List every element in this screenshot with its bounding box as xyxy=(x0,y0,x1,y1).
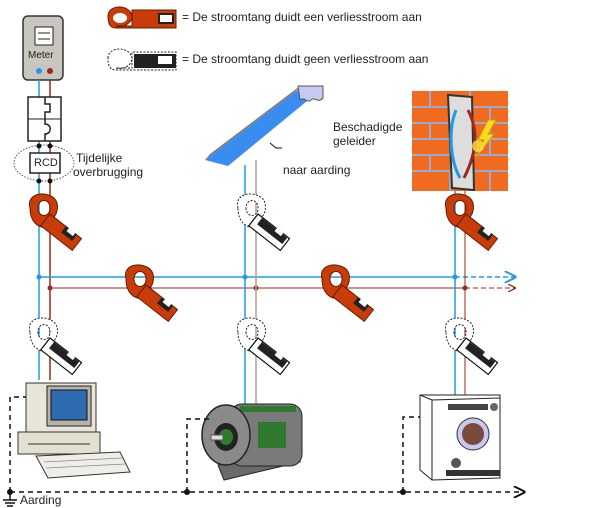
legend-no-leak-clamp-icon xyxy=(107,48,177,71)
bypass-ellipse xyxy=(13,144,75,182)
clamp-leak-wall-branch xyxy=(444,193,499,251)
washing-machine xyxy=(419,394,501,481)
rcd-label: RCD xyxy=(34,157,58,169)
ground-label: Aarding xyxy=(20,493,62,507)
fuse-block xyxy=(27,96,62,142)
electricity-meter xyxy=(22,15,64,81)
clamp-leak-after-rcd xyxy=(28,193,83,251)
damaged-conductor-label-line2: geleider xyxy=(333,134,376,148)
ground-symbol-icon xyxy=(3,492,17,507)
brick-wall xyxy=(412,91,508,192)
electric-motor xyxy=(201,403,303,481)
legend-no-leak-label: = De stroomtang duidt geen verliesstroom… xyxy=(182,52,429,66)
clamp-no-leak-computer-branch xyxy=(28,317,83,376)
damaged-conductor-label-line1: Beschadigde xyxy=(333,120,403,134)
ground-wiring xyxy=(9,396,524,492)
bypass-label-line1: Tijdelijke xyxy=(76,151,123,165)
clamp-leak-bus-middle xyxy=(320,264,375,322)
bypass-label-line2: overbrugging xyxy=(73,165,144,179)
meter-label: Meter xyxy=(28,50,54,61)
legend-leak-clamp-icon xyxy=(107,6,177,29)
computer xyxy=(17,382,131,479)
to-ground-label: naar aarding xyxy=(283,163,351,177)
legend-leak-label: = De stroomtang duidt een verliesstroom … xyxy=(182,10,422,24)
fluorescent-lamp xyxy=(205,85,324,166)
clamp-no-leak-washer-branch xyxy=(444,317,499,376)
rcd-box xyxy=(29,152,61,174)
clamp-leak-bus-left xyxy=(124,264,179,322)
